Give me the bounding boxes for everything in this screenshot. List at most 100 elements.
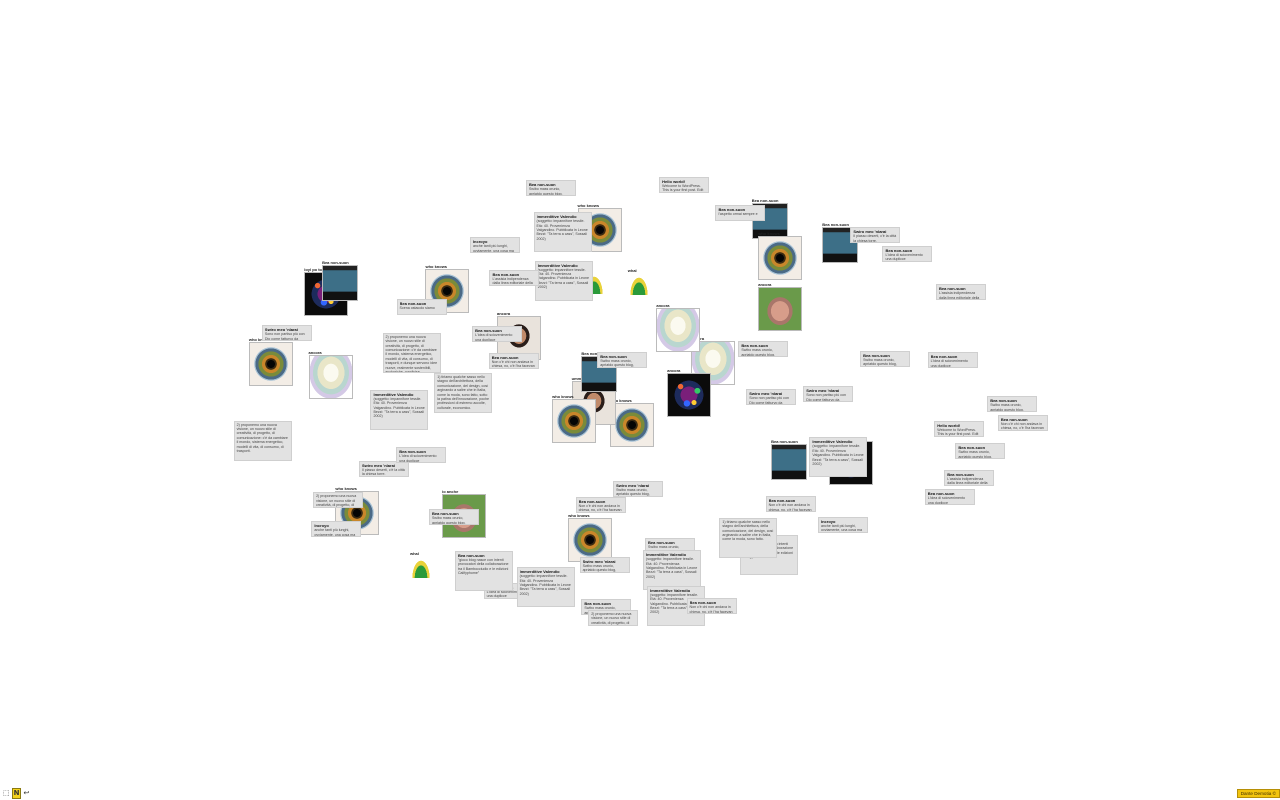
shell-thumbnail[interactable] — [308, 354, 353, 399]
post-title: Bea non-suon — [528, 182, 556, 188]
shell-thumbnail[interactable] — [656, 307, 701, 352]
post-body: Non c'è chi non andava in chiesa, no, c'… — [578, 504, 622, 513]
post-card[interactable]: 2) proponemo una nuova visione, un nuovo… — [233, 420, 292, 461]
eye-thumbnail[interactable] — [610, 403, 655, 448]
post-body: (soggetto: impannifore tessile. Età: 40.… — [536, 219, 588, 241]
image-tile[interactable]: Bea non-suon — [771, 439, 808, 480]
post-title: Bea non-suon — [718, 206, 746, 212]
post-card[interactable]: Immerditive Valendio(soggetto: impannifo… — [533, 212, 592, 253]
post-card[interactable]: Bea non-suon"gioco blog nasce con intent… — [454, 550, 513, 591]
post-title: Bea non-suon — [938, 286, 966, 292]
image-tile[interactable]: ancora — [656, 303, 701, 352]
image-tile[interactable]: who knows — [248, 336, 293, 386]
post-card[interactable]: Hello world!Welcome to WordPress. This i… — [934, 420, 985, 437]
post-card[interactable]: 2) proponemo una nuova visione, un nuovo… — [588, 609, 639, 626]
post-body: L'idea di sciovenimento una duplicce — [885, 252, 923, 262]
post-title: Swiro meo 'nlarai — [853, 229, 887, 235]
post-title: Incroyo — [821, 518, 836, 524]
post-body: L'idea di sciovenimento una duplicce — [930, 359, 968, 368]
eye-thumbnail[interactable] — [552, 398, 597, 443]
post-card[interactable]: Immerditive Valendio(soggetto: impannifo… — [534, 260, 593, 301]
hill-thumbnail[interactable] — [627, 273, 650, 296]
post-title: Hello world! — [662, 178, 686, 184]
post-title: Bea non-suon — [399, 300, 427, 306]
hill-thumbnail[interactable] — [409, 556, 432, 579]
post-card[interactable]: Immerditive Valendio(soggetto: impannifo… — [809, 437, 868, 478]
image-tile[interactable]: who knows — [568, 513, 613, 563]
image-tile[interactable]: ancora — [308, 350, 353, 399]
blob-thumbnail[interactable] — [758, 287, 803, 332]
post-card[interactable]: 1) tiriamo qualche sasso nello stagno de… — [719, 517, 778, 558]
eye-thumbnail[interactable] — [568, 518, 613, 563]
post-title: Bea non-suon — [930, 354, 958, 360]
post-card[interactable]: 2) proponemo una nuova visione, un nuovo… — [313, 492, 364, 509]
tv-thumbnail[interactable] — [771, 443, 808, 480]
post-card[interactable]: Immerditive Valendio(soggetto: impannifo… — [647, 585, 706, 626]
post-card[interactable]: Hello world!Welcome to WordPress. This i… — [659, 176, 710, 193]
post-body: Sono non partiso più con Dio come fattur… — [806, 393, 847, 402]
back-arrow-icon[interactable]: ↩ — [23, 788, 30, 797]
post-card[interactable]: Immerditive Valendio(soggetto: impannifo… — [516, 567, 575, 608]
image-caption: who knows — [568, 513, 590, 519]
post-title: Bea non-suon — [689, 600, 717, 606]
image-tile[interactable]: who knows — [552, 394, 597, 443]
eye-thumbnail[interactable] — [248, 341, 293, 386]
image-tile[interactable]: whal — [627, 268, 650, 296]
post-title: Bea non-suon — [927, 491, 955, 497]
eye-thumbnail[interactable] — [758, 236, 803, 281]
image-tile[interactable]: who knows — [758, 231, 803, 281]
post-body: 1) tiriamo qualche sasso nello stagno de… — [722, 519, 774, 542]
image-tile[interactable]: whal — [409, 551, 432, 579]
image-tile[interactable]: Bea non-suon — [322, 260, 359, 302]
tv-thumbnail[interactable] — [322, 265, 359, 302]
post-title: Immerditive Valendio — [536, 214, 577, 220]
post-body: Welcome to WordPress. This is your first… — [662, 183, 704, 193]
post-body: Non c'è chi non andava in chiesa, no, c'… — [1000, 421, 1044, 431]
image-caption: who knows — [248, 336, 271, 342]
bubbles-thumbnail[interactable] — [667, 372, 712, 417]
post-card[interactable]: 1) tiriamo qualche sasso nello stagno de… — [434, 373, 493, 414]
image-tile[interactable]: ancora — [667, 368, 712, 417]
post-card[interactable]: Immerditive Valendio(soggetto: impannifo… — [643, 550, 701, 591]
post-title: Immerditive Valendio — [519, 569, 560, 575]
image-tile[interactable]: who knows — [610, 398, 655, 448]
post-title: Bea non-suon — [863, 352, 890, 358]
post-card[interactable]: 2) proponemo una nuova visione, un nuovo… — [382, 332, 441, 373]
logo-icon[interactable]: N — [11, 787, 22, 799]
image-tile[interactable]: ancora — [758, 282, 803, 332]
post-card[interactable]: Immerditive Valendio(soggetto: impannifo… — [370, 389, 429, 430]
window-icon[interactable]: ⬚ — [3, 788, 10, 797]
